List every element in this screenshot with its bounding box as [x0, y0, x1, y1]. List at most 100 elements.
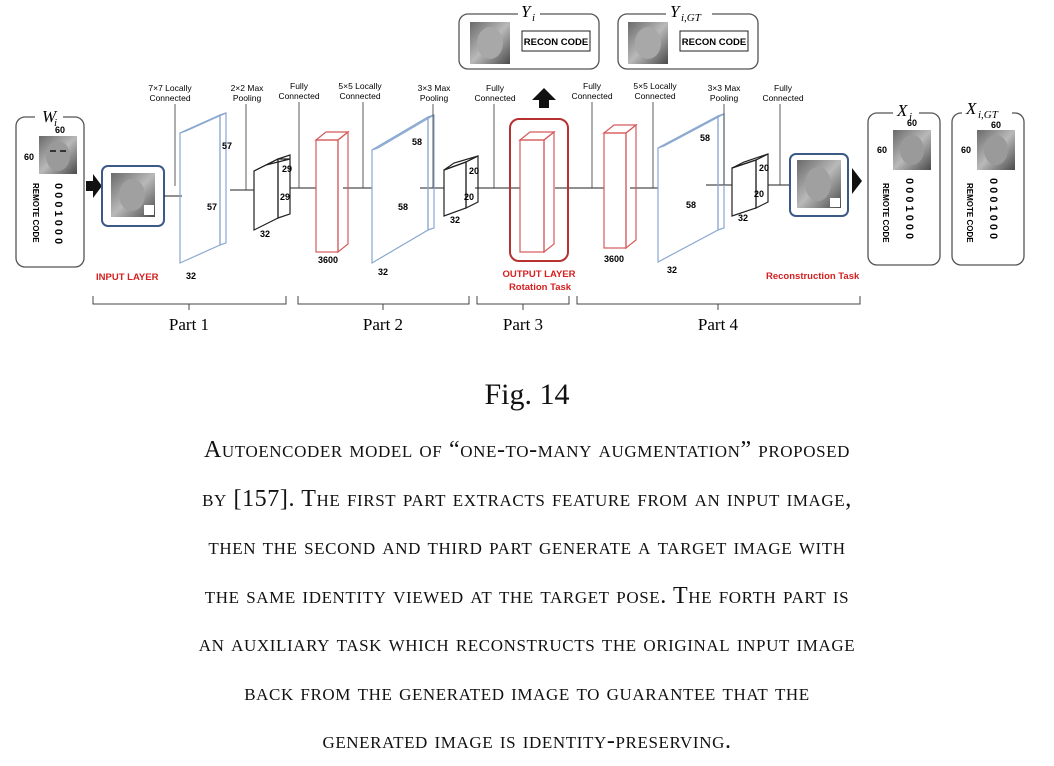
- gt-box-size-left: 60: [961, 145, 971, 155]
- caption-c9-line1: 3×3 Max: [708, 83, 742, 93]
- pool1: [253, 154, 291, 231]
- part-2-label: Part 2: [363, 315, 403, 334]
- input-box-code-label: REMOTE CODE: [31, 183, 40, 243]
- input-box-title: W: [42, 107, 58, 126]
- output-arrow: [852, 168, 862, 194]
- output-box-size-top: 60: [907, 118, 917, 128]
- input-box-title-sub: i: [54, 117, 57, 129]
- caption-line-5: an auxiliary task which reconstructs the…: [198, 631, 856, 657]
- caption-c10-line1: Fully: [774, 83, 793, 93]
- caption-c8-line1: 5×5 Locally: [633, 81, 677, 91]
- top-box-y-title: Y: [521, 2, 532, 21]
- pool2-dim-a: 20: [469, 166, 479, 176]
- top-box-ygt: Y i,GT RECON CODE: [617, 2, 759, 70]
- caption-c10-line2: Connected: [762, 93, 803, 103]
- caption-leaders: [174, 102, 781, 190]
- layer3-dim-side: 58: [686, 200, 696, 210]
- pool3-dim-a: 20: [759, 163, 769, 173]
- input-face-image: [39, 136, 77, 174]
- caption-c5-line1: 3×3 Max: [418, 83, 452, 93]
- caption-c9-line2: Pooling: [710, 93, 739, 103]
- top-box-ygt-title: Y: [670, 2, 681, 21]
- output-box-title-sub: i: [909, 111, 912, 123]
- caption-c2-line1: 2×2 Max: [231, 83, 265, 93]
- caption-line-4: the same identity viewed at the target p…: [204, 582, 850, 609]
- figure-caption: Autoencoder model of “one-to-many augmen…: [0, 426, 1054, 766]
- gt-box-title: X: [965, 99, 977, 118]
- fc1-layer: [314, 130, 350, 254]
- top-box-y-face: [470, 22, 510, 64]
- connection-lines: [164, 184, 790, 197]
- part-3-label: Part 3: [503, 315, 543, 334]
- part-4-label: Part 4: [698, 315, 739, 334]
- pool3: [731, 153, 769, 217]
- part-labels: Part 1 Part 2 Part 3 Part 4: [169, 315, 739, 334]
- gt-box-size-top: 60: [991, 120, 1001, 130]
- pool2: [443, 155, 479, 217]
- pool1-dim-b: 29: [280, 192, 290, 202]
- output-box-title: X: [896, 101, 908, 120]
- caption-c3-line2: Connected: [278, 91, 319, 101]
- gt-face-image: [977, 130, 1015, 170]
- caption-c2-line2: Pooling: [233, 93, 262, 103]
- fc1-dim: 3600: [318, 255, 338, 265]
- caption-line-3: then the second and third part generate …: [208, 534, 846, 560]
- output-up-arrow: [532, 88, 556, 108]
- top-box-y: Y i RECON CODE: [458, 2, 600, 70]
- rotation-task-label: Rotation Task: [509, 282, 572, 293]
- caption-c6-line1: Fully: [486, 83, 505, 93]
- top-box-ygt-code-label: RECON CODE: [682, 37, 746, 48]
- caption-line-7: generated image is identity-preserving.: [322, 728, 732, 754]
- gt-box-title-sub: i,GT: [978, 109, 999, 121]
- caption-c6-line2: Connected: [474, 93, 515, 103]
- input-box-size-left: 60: [24, 152, 34, 162]
- caption-line-2: by [157]. The first part extracts featur…: [202, 485, 852, 512]
- ground-truth-box: X i,GT 60 60 REMOTE CODE 0 0 0 1 0 0 0: [951, 99, 1025, 266]
- layer3-locally-connected: [657, 113, 725, 263]
- pool2-dim-depth: 32: [450, 215, 460, 225]
- layer2-dim-depth: 32: [378, 267, 388, 277]
- output-layer-label: OUTPUT LAYER: [502, 269, 575, 280]
- input-layer-image: [101, 165, 165, 227]
- layer1-locally-connected: [179, 112, 227, 264]
- input-box-size-top: 60: [55, 125, 65, 135]
- layer-captions: 7×7 Locally Connected 2×2 Max Pooling Fu…: [148, 81, 803, 103]
- gt-box-code-digits: 0 0 0 1 0 0 0: [987, 178, 999, 239]
- top-box-ygt-face: [628, 22, 668, 64]
- caption-c8-line2: Connected: [634, 91, 675, 101]
- figure-label: Fig. 14: [484, 378, 570, 411]
- reconstruction-task-label: Reconstruction Task: [766, 271, 860, 282]
- layer1-dim-side: 57: [207, 202, 217, 212]
- caption-c7-line2: Connected: [571, 91, 612, 101]
- output-box: X i 60 60 REMOTE CODE 0 0 0 1 0 0 0: [867, 101, 941, 266]
- caption-c1-line2: Connected: [149, 93, 190, 103]
- pool1-dim-a: 29: [282, 164, 292, 174]
- input-arrow: [86, 174, 102, 198]
- caption-line-6: back from the generated image to guarant…: [244, 679, 810, 706]
- fc2-layer: [602, 123, 638, 250]
- pool3-dim-depth: 32: [738, 213, 748, 223]
- layer2-dim-top: 58: [412, 137, 422, 147]
- layer2-dim-side: 58: [398, 202, 408, 212]
- output-layer: [509, 118, 569, 262]
- layer3-dim-top: 58: [700, 133, 710, 143]
- input-layer-label: INPUT LAYER: [96, 272, 159, 283]
- fc2-dim: 3600: [604, 254, 624, 264]
- caption-c1-line1: 7×7 Locally: [148, 83, 192, 93]
- layer1-dim-depth: 32: [186, 271, 196, 281]
- input-box-code-digits: 0 0 0 1 0 0 0: [52, 183, 64, 244]
- caption-line-1: Autoencoder model of “one-to-many augmen…: [203, 437, 851, 463]
- autoencoder-diagram: W i 60 60 REMOTE CODE 0 0 0 1 0 0 0 INPU…: [15, 2, 1025, 334]
- part-1-label: Part 1: [169, 315, 209, 334]
- caption-c7-line1: Fully: [583, 81, 602, 91]
- layer1-dim-top: 57: [222, 141, 232, 151]
- pool2-dim-b: 20: [464, 192, 474, 202]
- pool3-dim-b: 20: [754, 189, 764, 199]
- top-box-ygt-title-sub: i,GT: [681, 12, 702, 24]
- output-box-code-digits: 0 0 0 1 0 0 0: [903, 178, 915, 239]
- caption-c5-line2: Pooling: [420, 93, 449, 103]
- top-box-y-code-label: RECON CODE: [524, 37, 588, 48]
- caption-c3-line1: Fully: [290, 81, 309, 91]
- gt-box-code-label: REMOTE CODE: [965, 183, 974, 243]
- caption-c4-line1: 5×5 Locally: [338, 81, 382, 91]
